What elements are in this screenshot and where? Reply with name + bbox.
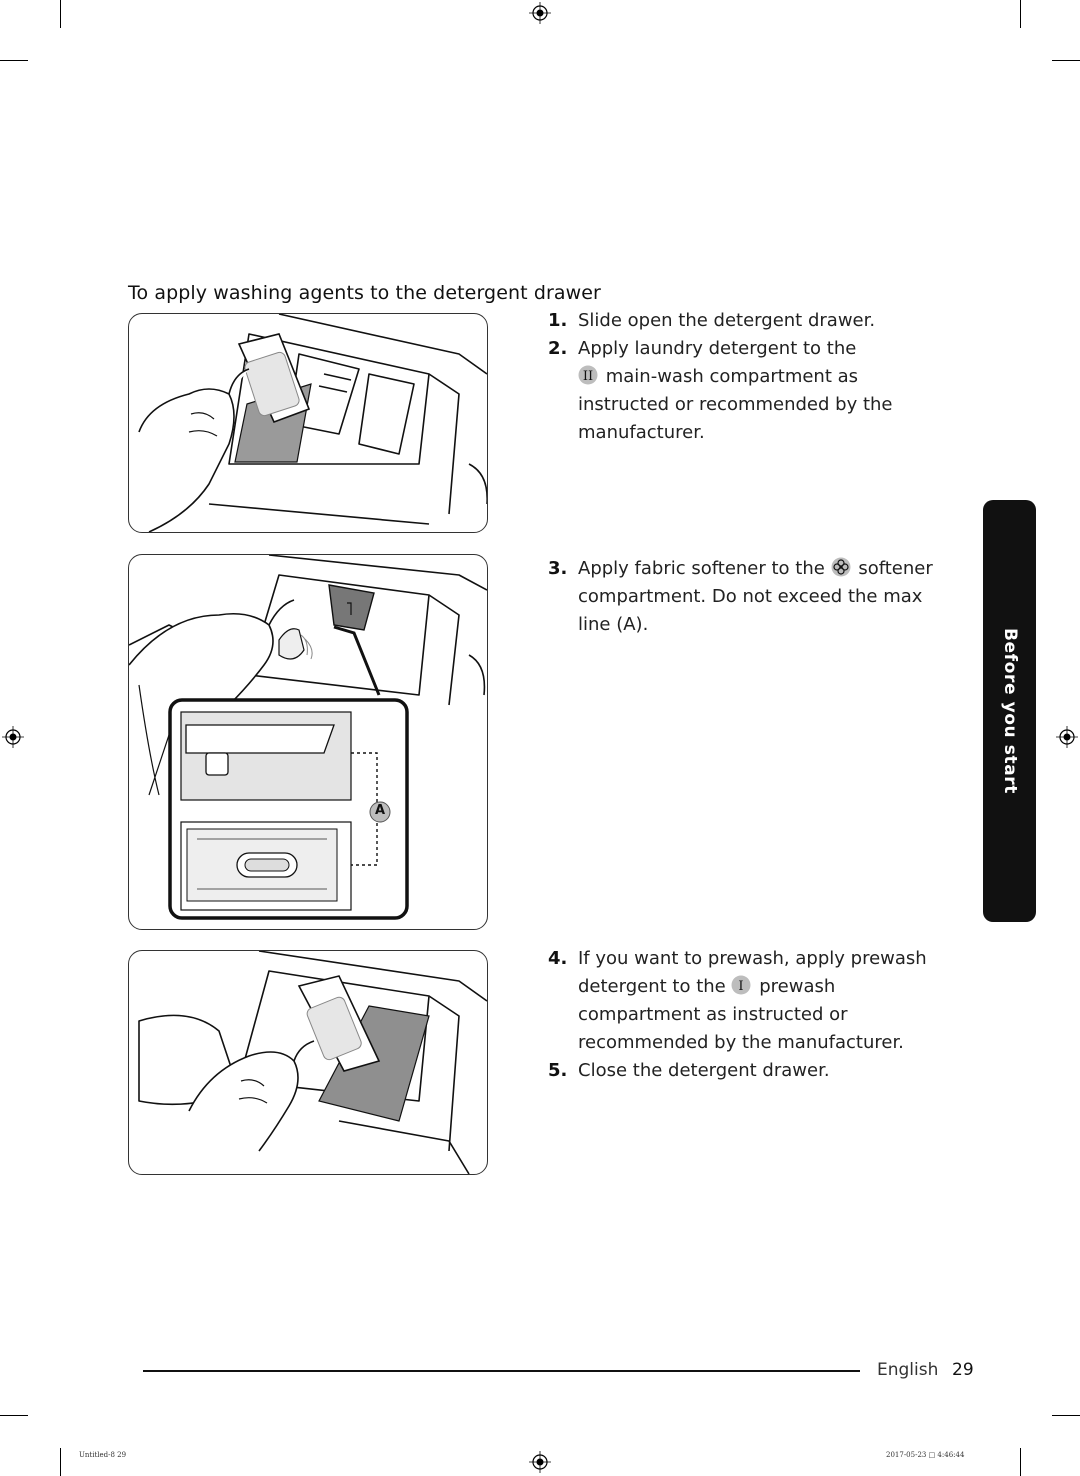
step-item: 4. If you want to prewash, apply prewash… [548, 945, 928, 1057]
section-heading: To apply washing agents to the detergent… [128, 281, 601, 304]
step-item: 5. Close the detergent drawer. [548, 1057, 928, 1085]
figure-softener: A [128, 554, 488, 930]
crop-mark [1052, 1415, 1080, 1416]
step-number: 4. [548, 948, 568, 969]
step-number: 2. [548, 338, 568, 359]
step-text: Slide open the detergent drawer. [578, 310, 876, 331]
crop-mark [1020, 1448, 1021, 1476]
main-wash-illustration [138, 314, 487, 532]
steps-group-1: 1. Slide open the detergent drawer. 2. A… [548, 307, 948, 447]
step-text-after: main-wash compartment as instructed or r… [578, 366, 893, 443]
prewash-compartment-icon: I [731, 975, 751, 995]
page-number: 29 [952, 1360, 974, 1380]
main-wash-compartment-icon: II [578, 365, 598, 385]
print-slug-right: 2017-05-23 □ 4:46:44 [886, 1451, 965, 1459]
prewash-illustration [138, 951, 487, 1174]
crop-mark [1052, 60, 1080, 61]
crop-mark [1020, 0, 1021, 28]
figure-main-wash [128, 313, 488, 533]
crop-mark [0, 60, 28, 61]
footer-rule [143, 1370, 860, 1372]
registration-mark-icon [529, 1451, 551, 1473]
crop-mark [0, 1415, 28, 1416]
step-text-before: Apply fabric softener to the [578, 558, 825, 579]
callout-marker-icon [369, 801, 391, 823]
svg-text:II: II [583, 369, 593, 384]
step-text-after: softener compartment. Do not exceed the … [578, 558, 933, 635]
step-item: 3. Apply fabric softener to the softener… [548, 555, 943, 639]
step-text-before: Apply laundry detergent to the [578, 338, 857, 359]
svg-text:I: I [739, 979, 744, 994]
step-text-before: If you want to prewash, apply prewash de… [578, 948, 927, 997]
registration-mark-icon [1056, 726, 1078, 748]
print-slug-left: Untitled-8 29 [79, 1451, 127, 1459]
steps-group-2: 3. Apply fabric softener to the softener… [548, 555, 943, 639]
softener-flower-icon [831, 557, 851, 577]
side-tab-label: Before you start [999, 627, 1020, 795]
step-item: 2. Apply laundry detergent to the II mai… [548, 335, 948, 447]
step-number: 1. [548, 310, 568, 331]
step-number: 3. [548, 558, 568, 579]
softener-illustration [129, 555, 487, 920]
figure-prewash [128, 950, 488, 1175]
footer-language: English [877, 1360, 939, 1380]
registration-mark-icon [529, 2, 551, 24]
step-text-after: prewash compartment as instructed or rec… [578, 976, 904, 1053]
step-item: 1. Slide open the detergent drawer. [548, 307, 948, 335]
section-side-tab: Before you start [983, 500, 1036, 922]
crop-mark [60, 1448, 61, 1476]
step-number: 5. [548, 1060, 568, 1081]
steps-group-3: 4. If you want to prewash, apply prewash… [548, 945, 928, 1085]
crop-mark [60, 0, 61, 28]
callout-label: A [375, 803, 386, 818]
registration-mark-icon [2, 726, 24, 748]
step-text: Close the detergent drawer. [578, 1060, 830, 1081]
